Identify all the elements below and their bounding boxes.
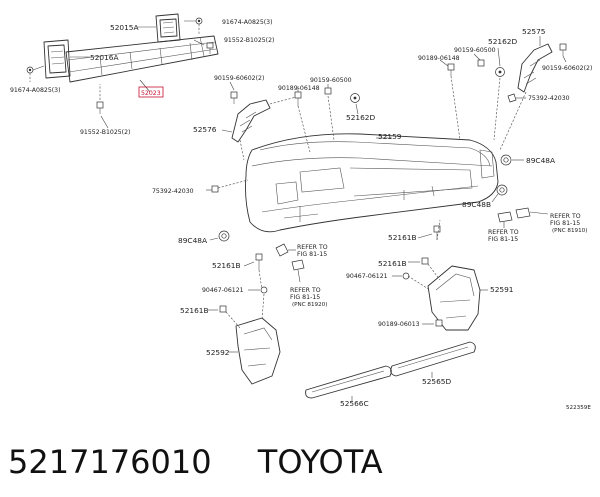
label-89C48A-left: 89C48A [178, 236, 207, 245]
spoiler-52591-shape [427, 265, 481, 331]
label-52575: 52575 [522, 27, 546, 36]
ref-mid-line1: REFER TO [297, 244, 328, 251]
clip-52162D-mid-icon [350, 93, 360, 115]
ref-low-line1: REFER TO [290, 287, 321, 294]
bumper-cover-52159-shape [245, 133, 499, 233]
retainer-52575-group [517, 36, 553, 93]
screw-90159-60500-top-icon [473, 53, 485, 67]
spoiler-52591-group [427, 265, 488, 331]
ref-right2-line2: FIG 81-15 [488, 236, 518, 243]
label-90189-topb: 90189-06148 [418, 55, 460, 62]
ref-low-line2: FIG 81-15 [290, 294, 320, 301]
label-52162D-top: 52162D [488, 37, 518, 46]
label-52566C: 52566C [340, 399, 369, 408]
bolt-91674-left-icon [26, 66, 34, 74]
ref-right-line1: REFER TO [550, 213, 581, 220]
label-52576: 52576 [193, 125, 217, 134]
ref-mid-line2: FIG 81-15 [297, 251, 327, 258]
clip-52162D-top-icon [495, 47, 505, 77]
screw-90189-low-icon [422, 319, 443, 327]
clip-52161B-right-icon [417, 225, 441, 240]
label-90159-right: 90159-60602(2) [542, 65, 592, 72]
clip-52161B-low-icon [208, 305, 227, 313]
reflector-75392-right-icon [507, 93, 526, 103]
label-52565D: 52565D [422, 377, 452, 386]
bolt-91674-top-icon [195, 17, 203, 25]
label-91674-top: 91674-A0825(3) [222, 19, 273, 26]
label-52023-box: 52023 [138, 86, 164, 98]
moulding-52566C-shape [305, 365, 392, 399]
label-90189-topa: 90189-06148 [278, 85, 320, 92]
bumper-reinforcement-group [26, 13, 219, 129]
label-90159-mid: 90159-60602(2) [214, 75, 264, 82]
screw-90189-topa-icon [294, 86, 302, 106]
label-52161B-r2: 52161B [378, 259, 407, 268]
label-52592: 52592 [206, 348, 230, 357]
diagram-code: 522359E [566, 405, 591, 411]
refer-low-connector-icon [291, 259, 305, 283]
label-90467-left: 90467-06121 [202, 287, 244, 294]
refer-right-connector-icon [515, 207, 549, 219]
label-52023: 52023 [141, 90, 161, 97]
label-89C48B: 89C48B [462, 200, 491, 209]
ref-right2-line1: REFER TO [488, 229, 519, 236]
bumper-cover-52159-group [245, 133, 499, 233]
label-52161B-right: 52161B [388, 233, 417, 242]
reflector-75392-left-icon [206, 179, 249, 193]
ref-right-line2: FIG 81-15 [550, 220, 580, 227]
bolt-91552-top-icon [206, 42, 214, 54]
retainer-52576-shape [231, 99, 271, 143]
clip-52161B-left-icon [243, 253, 263, 270]
spoiler-52592-group [228, 317, 281, 385]
label-90467-right: 90467-06121 [346, 273, 388, 280]
ref-low-line3: (PNC 81920) [292, 302, 327, 308]
screw-90189-topb-icon [439, 59, 455, 76]
label-75392-left: 75392-42030 [152, 188, 194, 195]
part-number: 5217176010 [8, 443, 212, 481]
label-91674-left: 91674-A0825(3) [10, 87, 61, 94]
moulding-52565D-group [390, 341, 476, 378]
label-75392-right: 75392-42030 [528, 95, 570, 102]
ref-right-line3: (PNC 81910) [552, 228, 587, 234]
clip-52161B-r2-icon [408, 257, 429, 265]
screw-90159-60500-mid-icon [324, 84, 332, 95]
label-52161B-left: 52161B [212, 261, 241, 270]
retainer-52576-group [221, 95, 301, 161]
label-52161B-low: 52161B [180, 306, 209, 315]
retainer-52575-shape [517, 43, 553, 93]
bracket-52015A-shape [155, 13, 181, 43]
screw-90159-right-icon [559, 43, 567, 63]
label-91552-top: 91552-B1025(2) [224, 37, 274, 44]
label-90159-60500-top: 90159-60500 [454, 47, 496, 54]
screw-90467-right-icon [392, 272, 410, 280]
label-52159: 52159 [378, 132, 402, 141]
sensor-89C48A-left-icon [209, 230, 230, 242]
parts-diagram: 52015A 91674-A0825(3) 52016A 91552-B1025… [10, 13, 592, 411]
label-52015A: 52015A [110, 23, 139, 32]
sensor-89C48A-right-icon [500, 154, 524, 166]
product-caption: 5217176010 TOYOTA [8, 434, 588, 490]
bracket-52016A-shape [43, 39, 71, 79]
reinforcement-bar-52023-shape [65, 35, 219, 83]
label-52016A: 52016A [90, 53, 119, 62]
label-89C48A-right: 89C48A [526, 156, 555, 165]
sensor-89C48B-icon [491, 184, 508, 203]
label-52162D-mid: 52162D [346, 113, 376, 122]
bolt-91552-left-icon [96, 101, 104, 114]
brand-name: TOYOTA [257, 443, 383, 481]
refer-mid-connector-icon [275, 243, 296, 257]
moulding-52565D-shape [390, 341, 476, 377]
label-90159-60500-mid: 90159-60500 [310, 77, 352, 84]
screw-90159-mid-icon [229, 81, 238, 104]
label-52591: 52591 [490, 285, 514, 294]
moulding-52566C-group [305, 365, 392, 402]
label-90189-low: 90189-06013 [378, 321, 420, 328]
spoiler-52592-shape [235, 317, 281, 385]
refer-right2-connector-icon [497, 211, 513, 228]
screw-90467-left-icon [248, 286, 268, 294]
label-91552-left: 91552-B1025(2) [80, 129, 130, 136]
